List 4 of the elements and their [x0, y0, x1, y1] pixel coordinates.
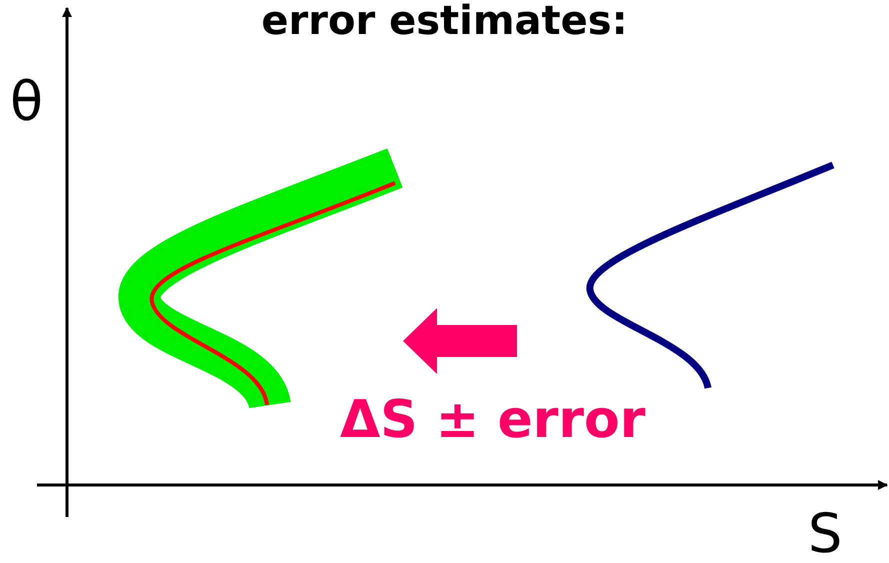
axis-label: θ [10, 72, 44, 132]
title: error estimates: [260, 0, 629, 44]
axis-label: S [808, 504, 842, 563]
shift-label: ΔS ± error [340, 392, 646, 450]
